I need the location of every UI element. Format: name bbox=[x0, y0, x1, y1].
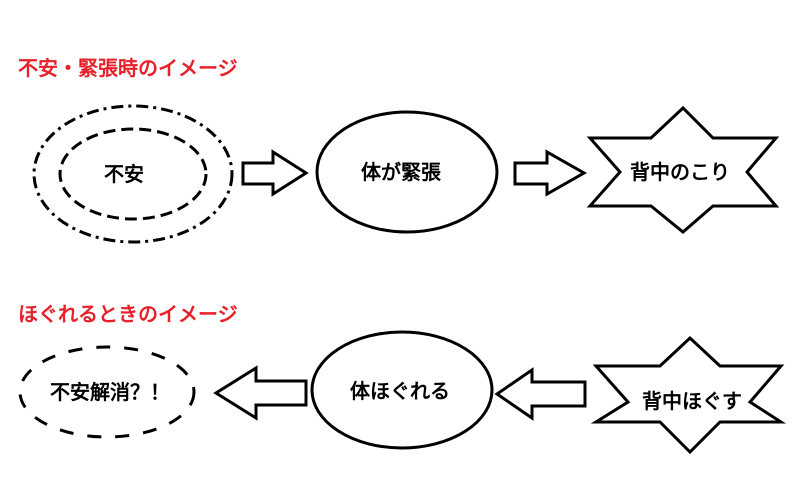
anxiety-relieved-node: 不安解消？！ bbox=[18, 345, 196, 439]
arrow-body-to-back bbox=[513, 149, 588, 197]
anxiety-inner-dashed-ring bbox=[58, 127, 208, 221]
body-loosens-ellipse bbox=[310, 330, 494, 450]
body-loosens-label: 体ほぐれる bbox=[350, 379, 450, 403]
tension-section-title: 不安・緊張時のイメージ bbox=[18, 56, 238, 80]
anxiety-label: 不安 bbox=[104, 162, 144, 186]
anxiety-relieved-dashed-ellipse bbox=[18, 345, 196, 439]
back-stiffness-label: 背中のこり bbox=[630, 160, 730, 184]
relax-section-title: ほぐれるときのイメージ bbox=[18, 302, 238, 326]
body-loosens-node: 体ほぐれる bbox=[310, 330, 494, 450]
loosen-back-label: 背中ほぐす bbox=[642, 389, 742, 413]
body-tense-label: 体が緊張 bbox=[361, 160, 442, 184]
loosen-back-star bbox=[590, 335, 787, 455]
arrow-body-to-relieved bbox=[213, 365, 308, 421]
loosen-back-node: 背中ほぐす bbox=[590, 335, 787, 455]
anxiety-node: 不安 bbox=[32, 104, 234, 244]
arrow-back-to-body bbox=[494, 367, 587, 421]
back-stiffness-star bbox=[586, 105, 780, 234]
anxiety-relieved-label: 不安解消？！ bbox=[50, 380, 170, 404]
arrow-anxiety-to-body bbox=[241, 149, 309, 197]
back-stiffness-node: 背中のこり bbox=[586, 105, 780, 234]
body-tense-ellipse bbox=[315, 110, 499, 234]
body-tense-node: 体が緊張 bbox=[315, 110, 499, 234]
anxiety-outer-dashed-ring bbox=[32, 104, 234, 244]
